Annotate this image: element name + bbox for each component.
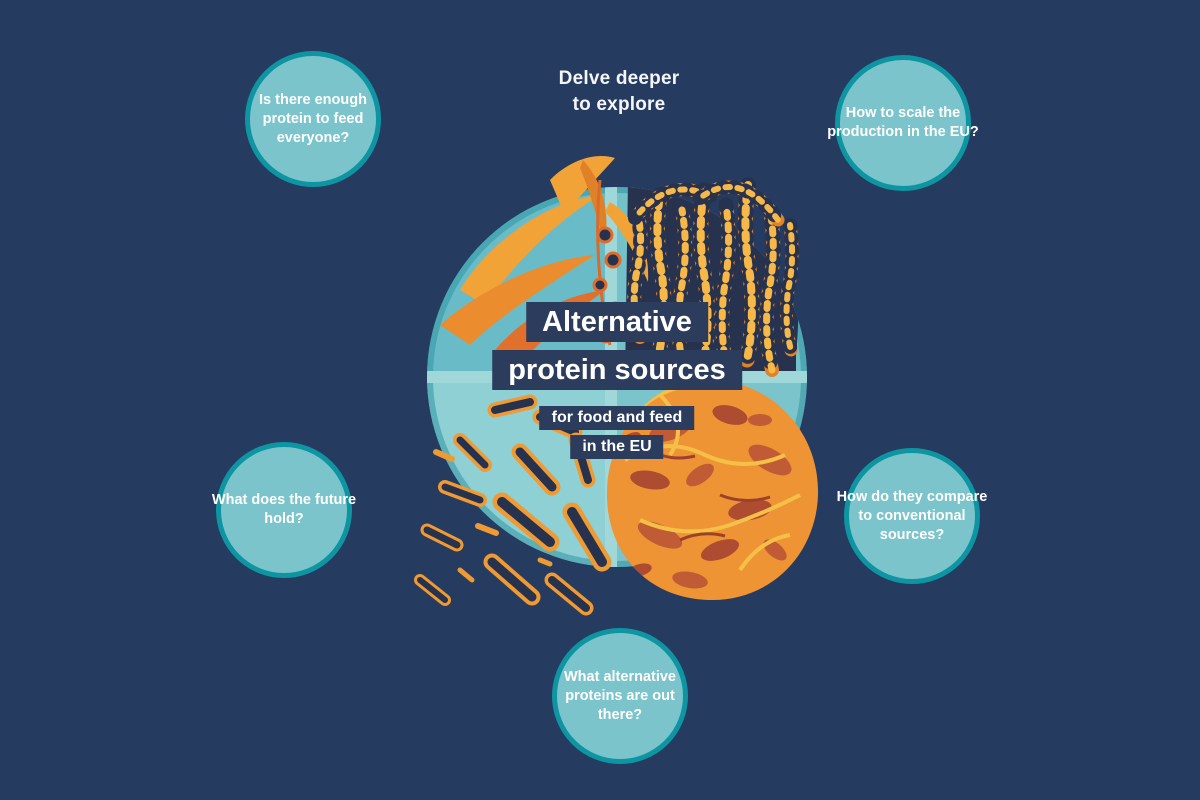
bubble-label-line: How do they compare (836, 488, 988, 505)
bubble-label-line: Is there enough (259, 91, 367, 108)
bubble-enough-protein[interactable]: Is there enough protein to feed everyone… (245, 51, 381, 187)
alternative-proteins-illustration (414, 156, 819, 616)
instruction-line-1: Delve deeper (558, 68, 680, 89)
cultivated-meat-illustration (606, 379, 819, 601)
bubble-alternatives-out-there[interactable]: What alternative proteins are out there? (552, 628, 688, 764)
bubble-future[interactable]: What does the future hold? (212, 442, 356, 578)
subtitle-line-1: for food and feed (539, 406, 695, 430)
bubble-label-line: proteins are out (565, 687, 675, 704)
title-line-2: protein sources (492, 350, 742, 390)
bubble-label-line: there? (597, 706, 643, 723)
instruction-text: Delve deeper to explore (559, 66, 680, 118)
bubble-label-line: production in the EU? (827, 124, 979, 140)
bubble-label-line: to conventional (858, 507, 966, 524)
title-overlay: Alternative protein sources for food and… (492, 302, 742, 459)
bubble-label-line: What does the future (211, 492, 357, 508)
bubble-label-line: everyone? (276, 129, 350, 146)
bubble-compare-conventional[interactable]: How do they compare to conventional sour… (837, 448, 987, 584)
bubble-scale-production[interactable]: How to scale the production in the EU? (827, 55, 979, 191)
instruction-line-2: to explore (572, 94, 666, 115)
subtitle-line-2: in the EU (570, 435, 664, 459)
bubble-label-line: hold? (264, 511, 304, 527)
bubble-label-line: sources? (879, 526, 945, 543)
bacteria-illustration (414, 394, 612, 616)
title-line-1: Alternative (526, 302, 708, 342)
bubble-label-line: How to scale the (845, 105, 961, 121)
bubble-label-line: protein to feed (262, 110, 364, 127)
bubble-label-line: What alternative (564, 668, 676, 685)
